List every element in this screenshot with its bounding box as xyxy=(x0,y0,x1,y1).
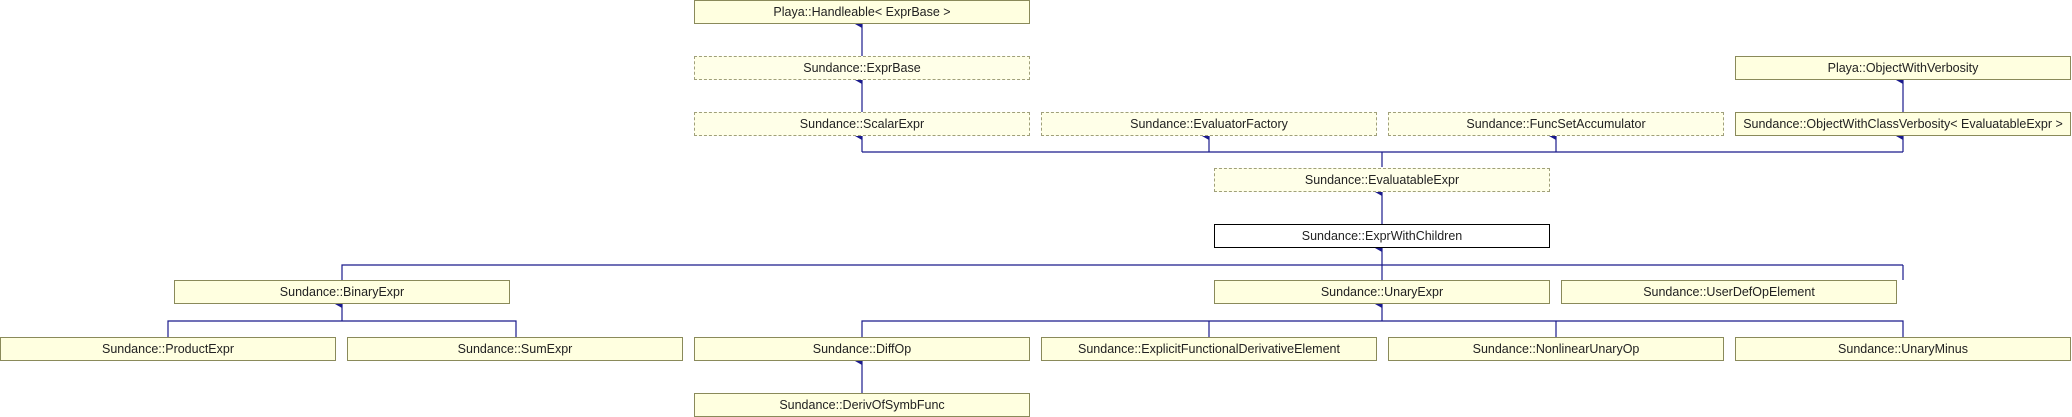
node-binary-expr[interactable]: Sundance::BinaryExpr xyxy=(174,280,510,304)
node-sum-expr[interactable]: Sundance::SumExpr xyxy=(347,337,683,361)
node-unary-expr[interactable]: Sundance::UnaryExpr xyxy=(1214,280,1550,304)
edge-unary-bus xyxy=(861,320,1904,337)
edge-evaluatable-bus xyxy=(862,151,1903,167)
node-nonlinear-unary-op[interactable]: Sundance::NonlinearUnaryOp xyxy=(1388,337,1724,361)
node-deriv-of-symb-func[interactable]: Sundance::DerivOfSymbFunc xyxy=(694,393,1030,417)
edge-children-bus xyxy=(341,264,1903,280)
node-object-with-verbosity[interactable]: Playa::ObjectWithVerbosity xyxy=(1735,56,2071,80)
node-evaluatable-expr[interactable]: Sundance::EvaluatableExpr xyxy=(1214,168,1550,192)
node-expr-base[interactable]: Sundance::ExprBase xyxy=(694,56,1030,80)
node-diff-op[interactable]: Sundance::DiffOp xyxy=(694,337,1030,361)
node-evaluator-factory[interactable]: Sundance::EvaluatorFactory xyxy=(1041,112,1377,136)
node-explicit-functional-derivative-element[interactable]: Sundance::ExplicitFunctionalDerivativeEl… xyxy=(1041,337,1377,361)
node-user-def-op-element[interactable]: Sundance::UserDefOpElement xyxy=(1561,280,1897,304)
node-unary-minus[interactable]: Sundance::UnaryMinus xyxy=(1735,337,2071,361)
node-product-expr[interactable]: Sundance::ProductExpr xyxy=(0,337,336,361)
edge-binary-bus xyxy=(167,320,517,337)
node-func-set-accumulator[interactable]: Sundance::FuncSetAccumulator xyxy=(1388,112,1724,136)
node-scalar-expr[interactable]: Sundance::ScalarExpr xyxy=(694,112,1030,136)
node-handleable[interactable]: Playa::Handleable< ExprBase > xyxy=(694,0,1030,24)
node-object-with-class-verbosity[interactable]: Sundance::ObjectWithClassVerbosity< Eval… xyxy=(1735,112,2071,136)
node-expr-with-children: Sundance::ExprWithChildren xyxy=(1214,224,1550,248)
